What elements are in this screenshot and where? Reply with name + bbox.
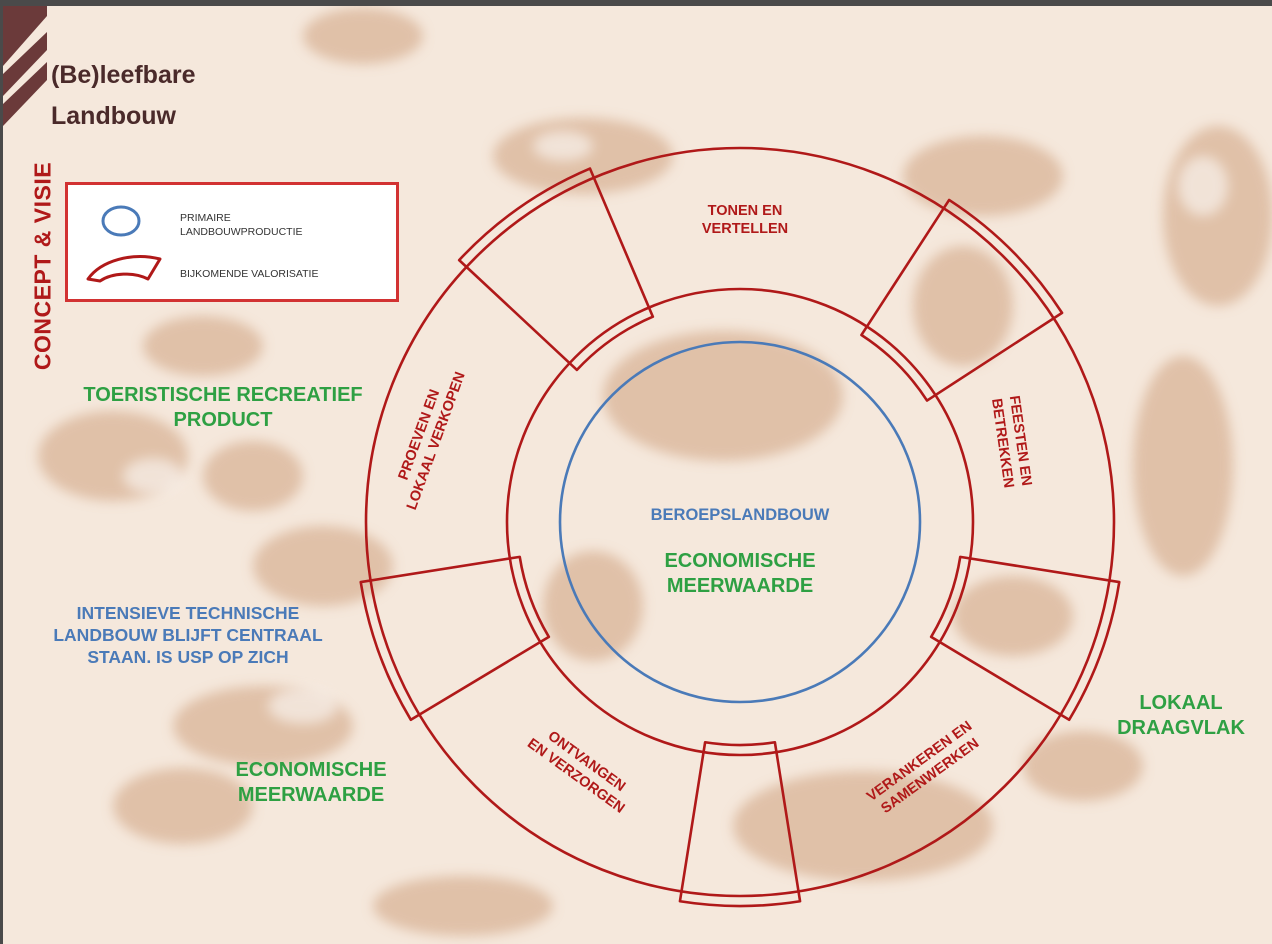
legend-secondary-label: BIJKOMENDE VALORISATIE xyxy=(180,268,319,280)
inner-ring-circle xyxy=(505,287,975,757)
segment-block-top-left xyxy=(457,167,655,372)
center-label-beroepslandbouw: BEROEPSLANDBOUW xyxy=(650,506,830,524)
corner-stripes xyxy=(3,6,47,126)
segment-block-right xyxy=(929,555,1121,722)
legend-blue-circle-icon xyxy=(101,205,141,237)
segment-block-bottom xyxy=(678,740,802,908)
ring-group xyxy=(359,146,1121,908)
background-photo xyxy=(38,8,1272,936)
valorisation-ring-diagram xyxy=(359,146,1121,908)
title-line-1: (Be)leefbare xyxy=(51,61,196,89)
legend-ring-segment-icon xyxy=(86,255,162,283)
legend-symbols xyxy=(86,205,162,283)
primary-production-circle xyxy=(558,340,922,704)
segment-block-left xyxy=(359,555,551,722)
segment-block-top-right xyxy=(860,198,1064,402)
outer-ring-circle xyxy=(364,146,1116,898)
title-line-2: Landbouw xyxy=(51,102,176,130)
